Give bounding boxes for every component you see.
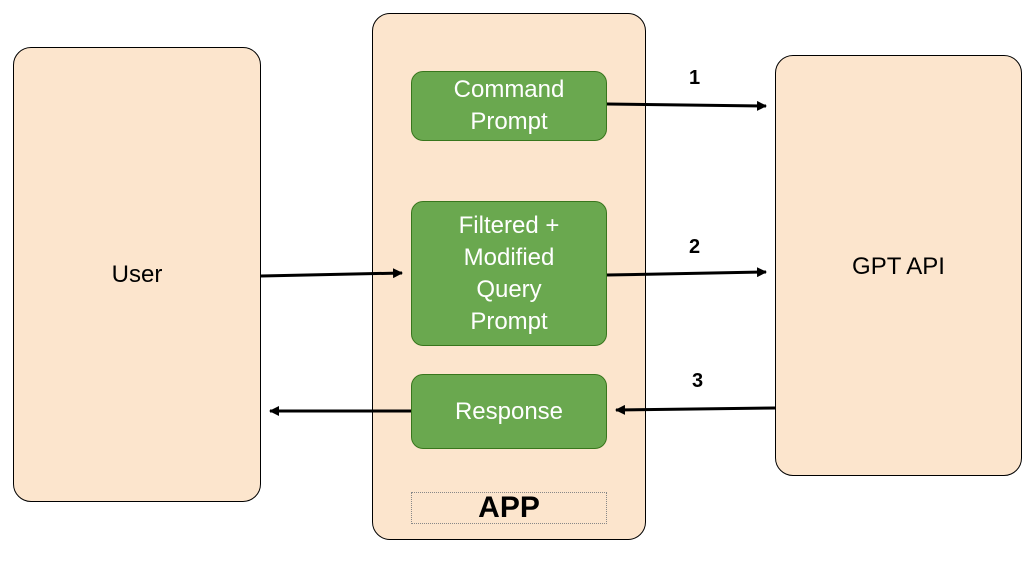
response-node: Response <box>411 374 607 449</box>
arrow-2-label: 2 <box>689 236 701 258</box>
command-prompt-node: Command Prompt <box>411 71 607 141</box>
query-prompt-node: Filtered + Modified Query Prompt <box>411 201 607 346</box>
arrow-3-label: 3 <box>692 370 704 392</box>
gpt-api-label: GPT API <box>852 253 945 280</box>
arrow-user-to-query <box>260 268 403 279</box>
user-box <box>13 47 261 502</box>
arrow-gpt-to-response <box>615 404 776 415</box>
arrow-1-label: 1 <box>689 67 701 89</box>
user-label: User <box>111 261 163 288</box>
gpt-api-box <box>775 55 1022 476</box>
arrow-query-to-gpt <box>606 267 767 278</box>
arrow-command-to-gpt <box>606 100 767 111</box>
app-label: APP <box>411 491 607 524</box>
